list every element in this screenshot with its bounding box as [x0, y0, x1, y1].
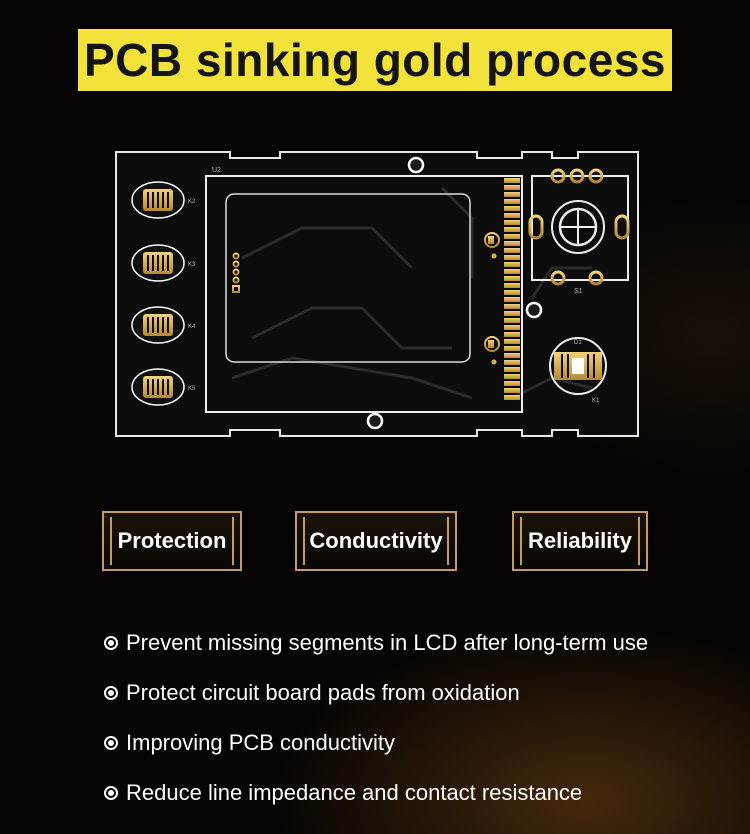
- smd-components: [484, 232, 500, 365]
- page-title: PCB sinking gold process: [84, 34, 666, 86]
- mount-hole-right: [525, 301, 543, 319]
- bullet-icon: [104, 636, 118, 650]
- feature-text: Prevent missing segments in LCD after lo…: [126, 630, 649, 655]
- bullet-icon: [104, 686, 118, 700]
- switch-s1: S1: [528, 168, 630, 295]
- header-pins: [232, 252, 240, 293]
- feature-list: Prevent missing segments in LCD after lo…: [104, 618, 744, 818]
- feature-text: Improving PCB conductivity: [126, 730, 395, 755]
- lcd-display: [225, 193, 471, 363]
- label-k3: K3: [188, 262, 196, 268]
- touch-key-k3: K3: [131, 244, 196, 282]
- badge-conductivity-label: Conductivity: [309, 528, 443, 553]
- touch-key-k2: K2: [131, 181, 196, 219]
- feature-text: Reduce line impedance and contact resist…: [126, 780, 583, 805]
- badge-reliability: Reliability: [512, 511, 648, 571]
- feature-item: Improving PCB conductivity: [104, 718, 744, 768]
- mount-hole-bottom: [366, 412, 384, 430]
- title-banner: PCB sinking gold process: [78, 29, 672, 91]
- gold-edge-connector: [504, 178, 520, 400]
- label-k2: K2: [188, 199, 196, 205]
- badge-protection: Protection: [102, 511, 242, 571]
- touch-key-k5: K5: [131, 368, 196, 406]
- label-k5: K5: [188, 386, 196, 392]
- feature-text: Protect circuit board pads from oxidatio…: [126, 680, 520, 705]
- pcb-traces: [231, 186, 593, 400]
- feature-item: Prevent missing segments in LCD after lo…: [104, 618, 744, 668]
- label-d1: D1: [574, 340, 582, 346]
- label-k1: K1: [592, 398, 600, 404]
- bullet-icon: [104, 736, 118, 750]
- feature-item: Reduce line impedance and contact resist…: [104, 768, 744, 818]
- label-u2: U2: [212, 167, 221, 174]
- mount-hole-top: [407, 156, 425, 174]
- led-d1: D1 K1: [549, 337, 607, 404]
- label-k4: K4: [188, 324, 196, 330]
- lcd-frame: [205, 175, 523, 413]
- pcb-board-illustration: U2: [115, 151, 639, 437]
- badge-conductivity: Conductivity: [295, 511, 457, 571]
- touch-key-k4: K4: [131, 306, 196, 344]
- bullet-icon: [104, 786, 118, 800]
- label-s1: S1: [574, 288, 583, 295]
- badge-protection-label: Protection: [117, 528, 227, 553]
- feature-item: Protect circuit board pads from oxidatio…: [104, 668, 744, 718]
- badge-reliability-label: Reliability: [528, 528, 632, 553]
